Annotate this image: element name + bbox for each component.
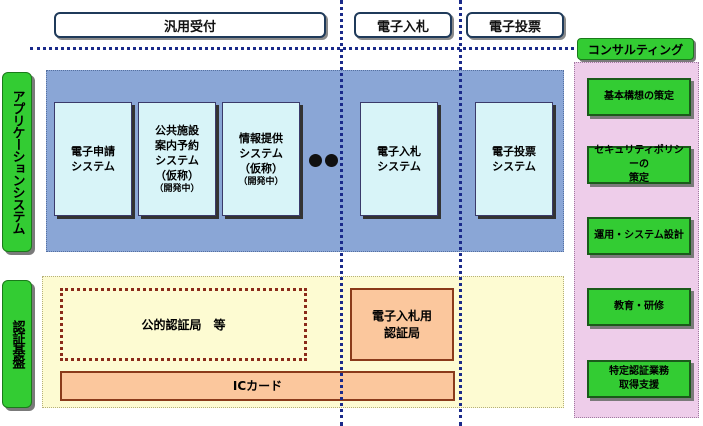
consulting-line: 基本構想の策定 (604, 91, 674, 102)
app-line: システム (492, 160, 536, 173)
app-box-electronic-application: 電子申請 システム (54, 102, 132, 216)
vertical-divider-ebid (340, 0, 343, 426)
app-box-information-provision: 情報提供 システム （仮称） （開発中） (222, 102, 300, 216)
label-application-system: アプリケーションシステム (2, 72, 32, 252)
app-line: システム (239, 146, 283, 160)
app-box-public-facility-reservation: 公共施設 案内予約 システム （仮称） （開発中） (138, 102, 216, 216)
app-line: （仮称） (239, 161, 283, 175)
consulting-line: 教育・研修 (614, 301, 664, 312)
consulting-item-operation-design: 運用・システム設計 (587, 217, 691, 255)
consulting-line: 策定 (629, 173, 649, 184)
app-line: 情報提供 (239, 131, 283, 145)
label-auth-infrastructure: 認証基盤 (2, 280, 32, 408)
ebid-certification-authority: 電子入札用 認証局 (350, 288, 454, 361)
app-box-evote-system: 電子投票 システム (475, 102, 553, 216)
horizontal-divider (30, 47, 574, 50)
ellipsis-dot (309, 154, 322, 167)
consulting-line: 特定認証業務 (609, 366, 669, 377)
consulting-line: セキュリティポリシーの (594, 145, 684, 170)
app-line: システム (155, 154, 199, 167)
app-line: システム (377, 160, 421, 173)
ca-line: 電子入札用 (371, 308, 432, 323)
app-box-ebid-system: 電子入札 システム (360, 102, 438, 216)
consulting-item-security-policy: セキュリティポリシーの 策定 (587, 145, 691, 184)
consulting-item-education-training: 教育・研修 (587, 288, 691, 326)
consulting-line: 取得支援 (619, 380, 659, 391)
app-note: （開発中） (154, 184, 200, 194)
app-line: システム (71, 160, 115, 173)
vertical-divider-evote (459, 0, 462, 426)
header-consulting: コンサルティング (577, 38, 694, 60)
header-evote: 電子投票 (466, 12, 564, 38)
app-line: 公共施設 (155, 124, 199, 137)
app-line: （仮称） (155, 169, 199, 182)
public-certification-authority: 公的認証局 等 (60, 288, 307, 361)
ca-line: 認証局 (383, 325, 420, 340)
header-general-reception: 汎用受付 (54, 12, 326, 38)
app-line: 電子申請 (71, 145, 115, 158)
app-line: 電子投票 (492, 145, 536, 158)
app-line: 案内予約 (155, 139, 199, 152)
app-line: 電子入札 (377, 145, 421, 158)
ic-card: ICカード (60, 371, 455, 401)
consulting-item-certification-support: 特定認証業務 取得支援 (587, 360, 691, 398)
app-note: （開発中） (238, 176, 284, 187)
consulting-line: 運用・システム設計 (594, 230, 684, 241)
ellipsis-dot (325, 154, 338, 167)
header-ebid: 電子入札 (354, 12, 452, 38)
consulting-item-basic-plan: 基本構想の策定 (587, 78, 691, 116)
